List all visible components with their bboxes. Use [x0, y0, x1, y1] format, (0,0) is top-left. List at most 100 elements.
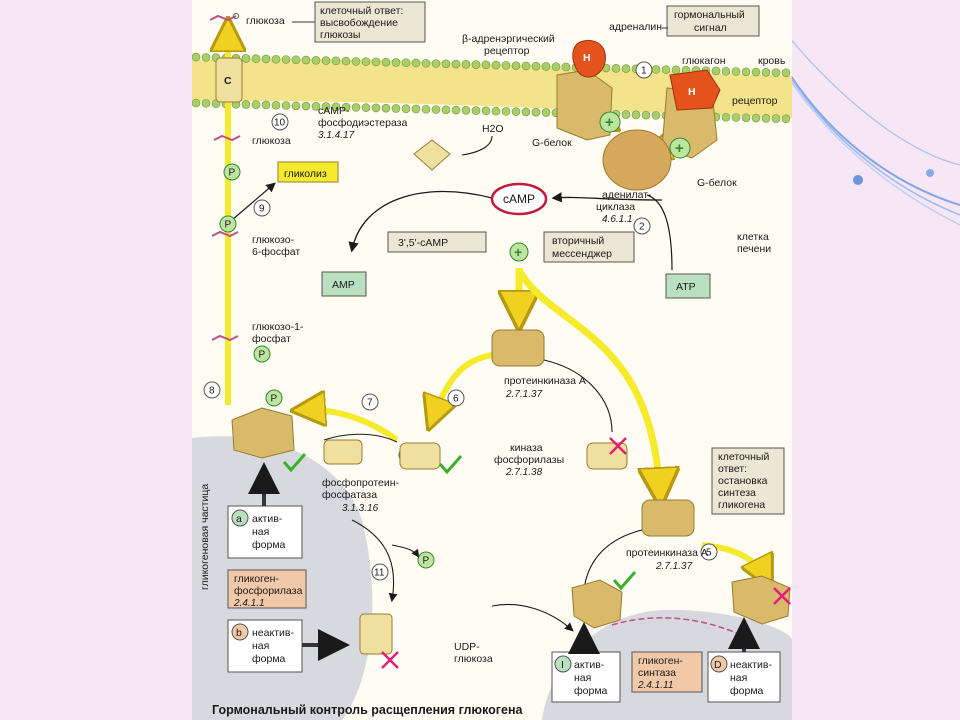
phosphorylase-active-line1: актив-	[252, 513, 283, 525]
adenylate-cyclase-line1: аденилат-	[602, 189, 652, 201]
g-protein-label-2: G-белок	[697, 177, 737, 189]
step-number-2: 2	[633, 217, 651, 235]
synthase-i-letter: I	[561, 659, 564, 671]
water-label: H2O	[482, 123, 504, 135]
synthase-active-line3: форма	[574, 685, 608, 697]
check-icon	[282, 453, 307, 473]
hormone-letter-adrenaline: H	[583, 52, 591, 64]
synthase-active-shape	[571, 579, 623, 629]
glucose-label-top: глюкоза	[246, 15, 285, 27]
camp-node: cAMP	[490, 182, 548, 216]
synthase-d-letter: D	[714, 659, 722, 671]
sugar-icon	[213, 134, 241, 142]
phosphorylase-kinase-active	[399, 442, 441, 470]
step-number-text: 2	[639, 222, 645, 233]
phosphorylase-a-shape	[231, 407, 295, 459]
phk-line1: киназа	[510, 442, 543, 454]
ppase-line1: фосфопротеин-	[322, 477, 400, 489]
hormonal-signal-line1: гормональный	[674, 9, 745, 21]
phosphorylase-active-line3: форма	[252, 539, 286, 551]
udp-line1: UDP-	[454, 641, 480, 653]
cross-icon	[609, 437, 627, 455]
diagram-panel: гликогеновая частица H H +	[192, 0, 792, 720]
stop-line5: гликогена	[718, 499, 765, 511]
phosphorylase-name-box: гликоген- фосфорилаза 2.4.1.1	[227, 569, 307, 609]
release-response-line2: высвобождение	[320, 17, 398, 29]
hormonal-signal-box: гормональный сигнал	[666, 5, 760, 37]
release-response-line1: клеточный ответ:	[320, 5, 403, 17]
pka-lower-ec: 2.7.1.37	[655, 561, 693, 572]
step-number-text: 1	[641, 66, 647, 77]
phosphate-letter: P	[259, 350, 266, 361]
sugar-icon	[209, 13, 239, 22]
step-number-11: 11	[371, 563, 389, 581]
ppase-line2: фосфатаза	[322, 489, 377, 501]
g6p-line1: глюкозо-	[252, 234, 295, 246]
synthase-active-line1: актив-	[574, 659, 605, 671]
step-number-text: 10	[274, 118, 286, 129]
pka-upper-label: протеинкиназа A	[504, 375, 586, 387]
phosphorylase-b-shape	[359, 613, 393, 655]
phosphate-icon: P	[219, 215, 237, 233]
phosphorylase-kinase-inactive	[586, 442, 628, 470]
plus-icon: +	[675, 140, 684, 157]
step-number-text: 5	[706, 548, 712, 559]
second-messenger-box: вторичный мессенджер	[543, 231, 635, 263]
step-number-9: 9	[253, 199, 271, 217]
pka-lower-label: протеинкиназа A	[626, 547, 708, 559]
g6p-line2: 6-фосфат	[252, 246, 300, 258]
synthase-name-line1: гликоген-	[638, 655, 683, 667]
phosphate-letter: P	[225, 220, 232, 231]
release-response-line3: глюкозы	[320, 29, 360, 41]
decorative-swooshes	[769, 0, 960, 260]
pka-upper-ec: 2.7.1.37	[505, 389, 543, 400]
camp-pde-ec: 3.1.4.17	[318, 130, 355, 141]
cross-icon	[773, 587, 791, 605]
transporter-letter: C	[224, 75, 232, 87]
check-icon	[612, 571, 637, 591]
synthase-inactive-line1: неактив-	[730, 659, 772, 671]
diagram-caption: Гормональный контроль расщепления глюког…	[212, 703, 524, 717]
glucagon-label: глюкагон	[682, 55, 726, 67]
synthase-inactive-line3: форма	[730, 685, 764, 697]
phk-ec: 2.7.1.38	[505, 467, 543, 478]
synthase-inactive-shape	[731, 575, 791, 625]
phosphorylase-active-line2: ная	[252, 526, 269, 538]
step-number-10: 10	[271, 113, 289, 131]
step-number-8: 8	[203, 381, 221, 399]
atp-box: ATP	[665, 273, 711, 299]
step-number-6: 6	[447, 389, 465, 407]
glycogen-particle-label: гликогеновая частица	[199, 484, 211, 590]
liver-cell-line2: печени	[737, 243, 771, 255]
second-messenger-line1: вторичный	[552, 235, 604, 247]
stop-line1: клеточный	[718, 451, 769, 463]
g1p-line2: фосфат	[252, 333, 291, 345]
sugar-icon	[211, 334, 239, 342]
adrenaline-label: адреналин	[609, 21, 662, 33]
stop-line3: остановка	[718, 475, 768, 487]
blood-label: кровь	[758, 55, 786, 67]
phosphate-letter: P	[423, 556, 430, 567]
phosphorylase-active-box: a актив- ная форма	[227, 505, 303, 559]
sugar-icon	[211, 230, 239, 238]
step-number-text: 9	[259, 204, 265, 215]
glucose-transporter: C	[215, 57, 243, 103]
phosphorylase-b-letter: b	[236, 627, 242, 639]
cyclic-amp-label: 3',5'-cAMP	[398, 237, 448, 249]
phosphorylase-name-line1: гликоген-	[234, 573, 279, 585]
glucose-10-label: глюкоза	[252, 135, 291, 147]
phosphate-icon: P	[265, 389, 283, 407]
cross-icon	[381, 651, 399, 669]
check-icon	[438, 455, 463, 475]
udp-line2: глюкоза	[454, 653, 493, 665]
beta-receptor-line2: рецептор	[484, 45, 530, 57]
step-number-7: 7	[361, 393, 379, 411]
stop-synthesis-box: клеточный ответ: остановка синтеза глико…	[711, 447, 785, 515]
hormonal-signal-line2: сигнал	[694, 22, 727, 34]
phosphate-icon: P	[223, 163, 241, 181]
adenylate-cyclase-line2: циклаза	[596, 201, 635, 213]
phosphate-letter: P	[271, 394, 278, 405]
pde-enzyme	[413, 139, 451, 171]
ppase-ec: 3.1.3.16	[342, 503, 379, 514]
adenylate-cyclase-ec: 4.6.1.1	[602, 214, 633, 225]
